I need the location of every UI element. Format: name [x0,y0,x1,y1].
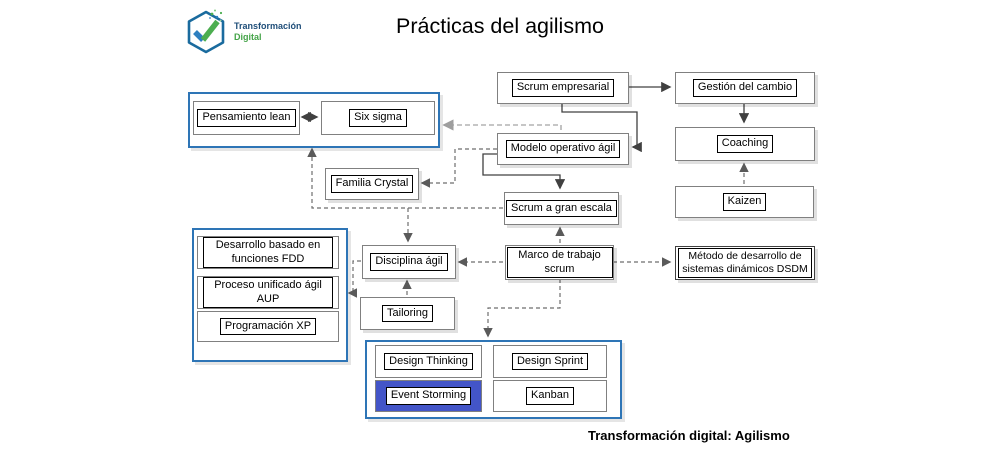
node-design-thinking: Design Thinking [375,345,482,378]
node-design-sprint: Design Sprint [493,345,607,378]
node-coaching: Coaching [675,127,815,161]
node-scrum-a-gran-escala: Scrum a gran escala [504,192,619,225]
node-pensamiento-lean: Pensamiento lean [193,101,300,135]
node-scrum-a-gran-escala-label: Scrum a gran escala [506,199,617,218]
node-programacion-xp: Programación XP [197,311,339,342]
node-six-sigma-label: Six sigma [349,109,407,127]
node-tailoring-label: Tailoring [382,304,433,323]
logo-line2: Digital [234,32,262,42]
node-aup-label: Proceso unificado ágil AUP [203,277,333,308]
node-fdd: Desarrollo basado en funciones FDD [197,236,339,269]
node-scrum-empresarial: Scrum empresarial [497,72,629,104]
transformacion-digital-logo: Transformación Digital [182,8,302,56]
node-familia-crystal: Familia Crystal [325,168,419,200]
node-modelo-operativo-agil: Modelo operativo ágil [497,133,629,165]
node-kaizen-label: Kaizen [722,193,767,211]
node-fdd-label: Desarrollo basado en funciones FDD [203,237,333,268]
node-aup: Proceso unificado ágil AUP [197,276,339,309]
node-gestion-del-cambio-label: Gestión del cambio [692,79,798,97]
hexagon-check-icon [187,9,225,54]
node-scrum-empresarial-label: Scrum empresarial [511,79,615,97]
node-tailoring: Tailoring [360,297,455,330]
node-familia-crystal-label: Familia Crystal [330,175,414,193]
node-six-sigma: Six sigma [321,101,435,135]
node-event-storming: Event Storming [375,380,482,412]
page-title: Prácticas del agilismo [396,14,604,38]
node-programacion-xp-label: Programación XP [219,317,317,336]
node-disciplina-agil-label: Disciplina ágil [370,253,448,271]
node-kanban: Kanban [493,380,607,412]
node-event-storming-label: Event Storming [385,387,472,405]
node-pensamiento-lean-label: Pensamiento lean [197,109,296,127]
node-design-thinking-label: Design Thinking [384,352,473,371]
node-gestion-del-cambio: Gestión del cambio [675,72,815,104]
node-dsdm-label: Método de desarrollo de sistemas dinámic… [678,248,812,278]
node-kanban-label: Kanban [526,387,574,405]
node-marco-de-trabajo-scrum-label: Marco de trabajo scrum [506,247,613,278]
node-coaching-label: Coaching [716,135,774,153]
node-modelo-operativo-agil-label: Modelo operativo ágil [505,140,621,158]
node-design-sprint-label: Design Sprint [511,352,589,371]
node-kaizen: Kaizen [675,186,814,218]
node-dsdm: Método de desarrollo de sistemas dinámic… [675,246,815,280]
logo-text: Transformación Digital [234,21,302,44]
footer-caption: Transformación digital: Agilismo [588,428,790,443]
logo-line1: Transformación [234,20,302,31]
node-disciplina-agil: Disciplina ágil [362,245,456,279]
node-marco-de-trabajo-scrum: Marco de trabajo scrum [505,245,614,280]
